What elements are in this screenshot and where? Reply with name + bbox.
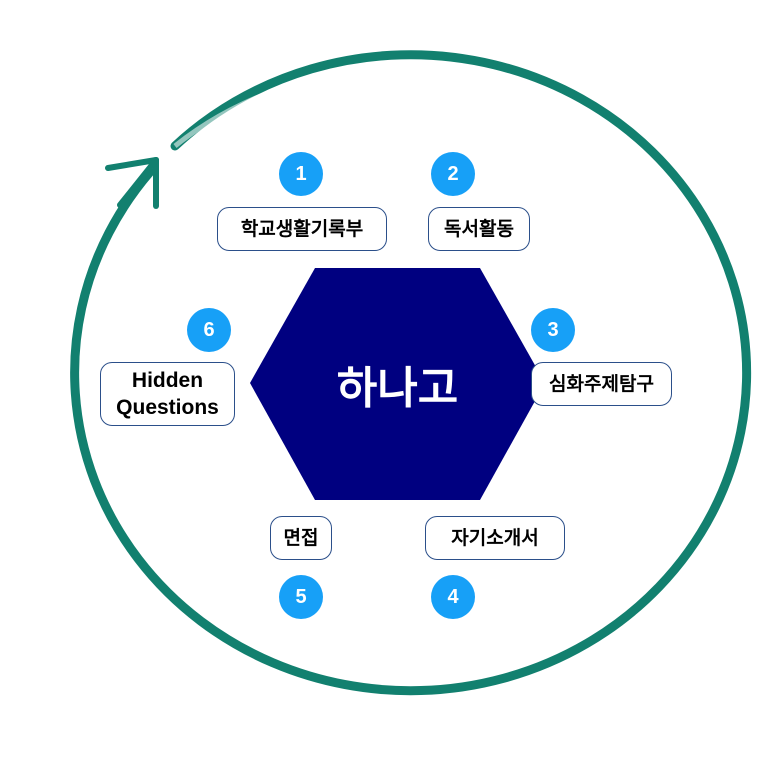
step-label-6: Hidden Questions (100, 362, 235, 426)
step-badge-5: 5 (279, 575, 323, 619)
step-badge-6: 6 (187, 308, 231, 352)
step-label-5: 면접 (270, 516, 332, 560)
cycle-arrow-ring (70, 50, 752, 696)
step-badge-2: 2 (431, 152, 475, 196)
step-label-3: 심화주제탐구 (531, 362, 672, 406)
arrowhead-icon (105, 157, 159, 209)
step-badge-3: 3 (531, 308, 575, 352)
center-hexagon (250, 268, 545, 500)
step-badge-4: 4 (431, 575, 475, 619)
cycle-arrow-thin-end (173, 75, 321, 148)
step-label-1: 학교생활기록부 (217, 207, 387, 251)
center-title: 하나고 (336, 363, 459, 414)
step-label-4: 자기소개서 (425, 516, 565, 560)
step-badge-1: 1 (279, 152, 323, 196)
step-label-2: 독서활동 (428, 207, 530, 251)
